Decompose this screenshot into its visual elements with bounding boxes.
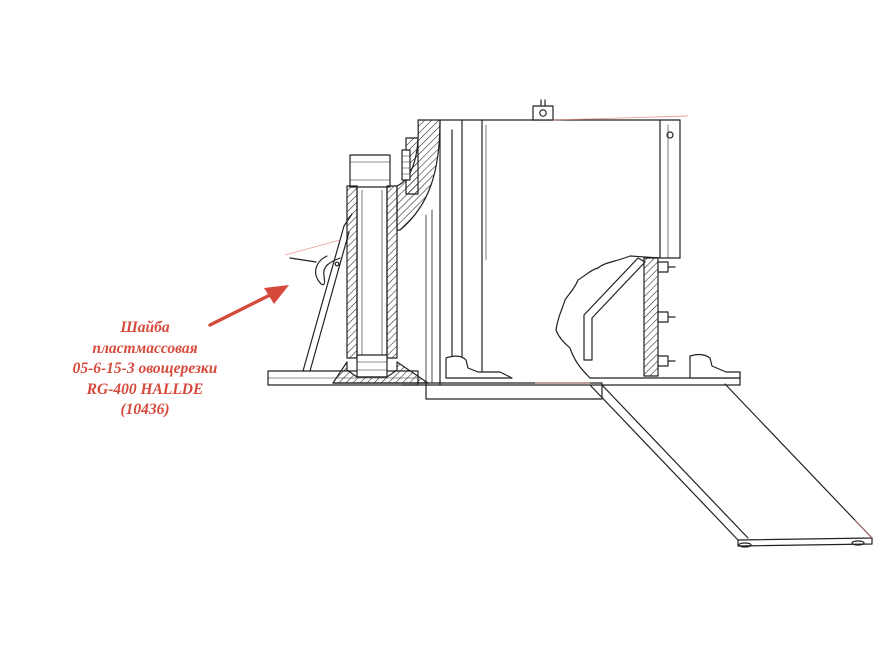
shaft-assembly (332, 154, 429, 384)
callout-line-3: 05-6-15-3 овощерезки (72, 360, 218, 377)
support-strut (302, 213, 353, 372)
callout-line-4: RG-400 HALLDE (86, 380, 204, 398)
plastic-washer (289, 255, 341, 286)
upper-housing (396, 119, 441, 231)
callout-line-1: Шайба (120, 319, 170, 336)
main-body (425, 119, 681, 386)
callout-line-2: пластмассовая (92, 339, 198, 357)
construction-lines (284, 115, 873, 539)
part-callout-label: Шайба пластмассовая 05-6-15-3 овощерезки… (30, 318, 260, 421)
top-knob (532, 99, 554, 121)
feet (445, 353, 741, 379)
inner-bracket (583, 257, 676, 377)
chute-tray (589, 383, 873, 548)
red-arrow-icon (208, 285, 289, 327)
callout-line-5: (10436) (120, 401, 170, 418)
